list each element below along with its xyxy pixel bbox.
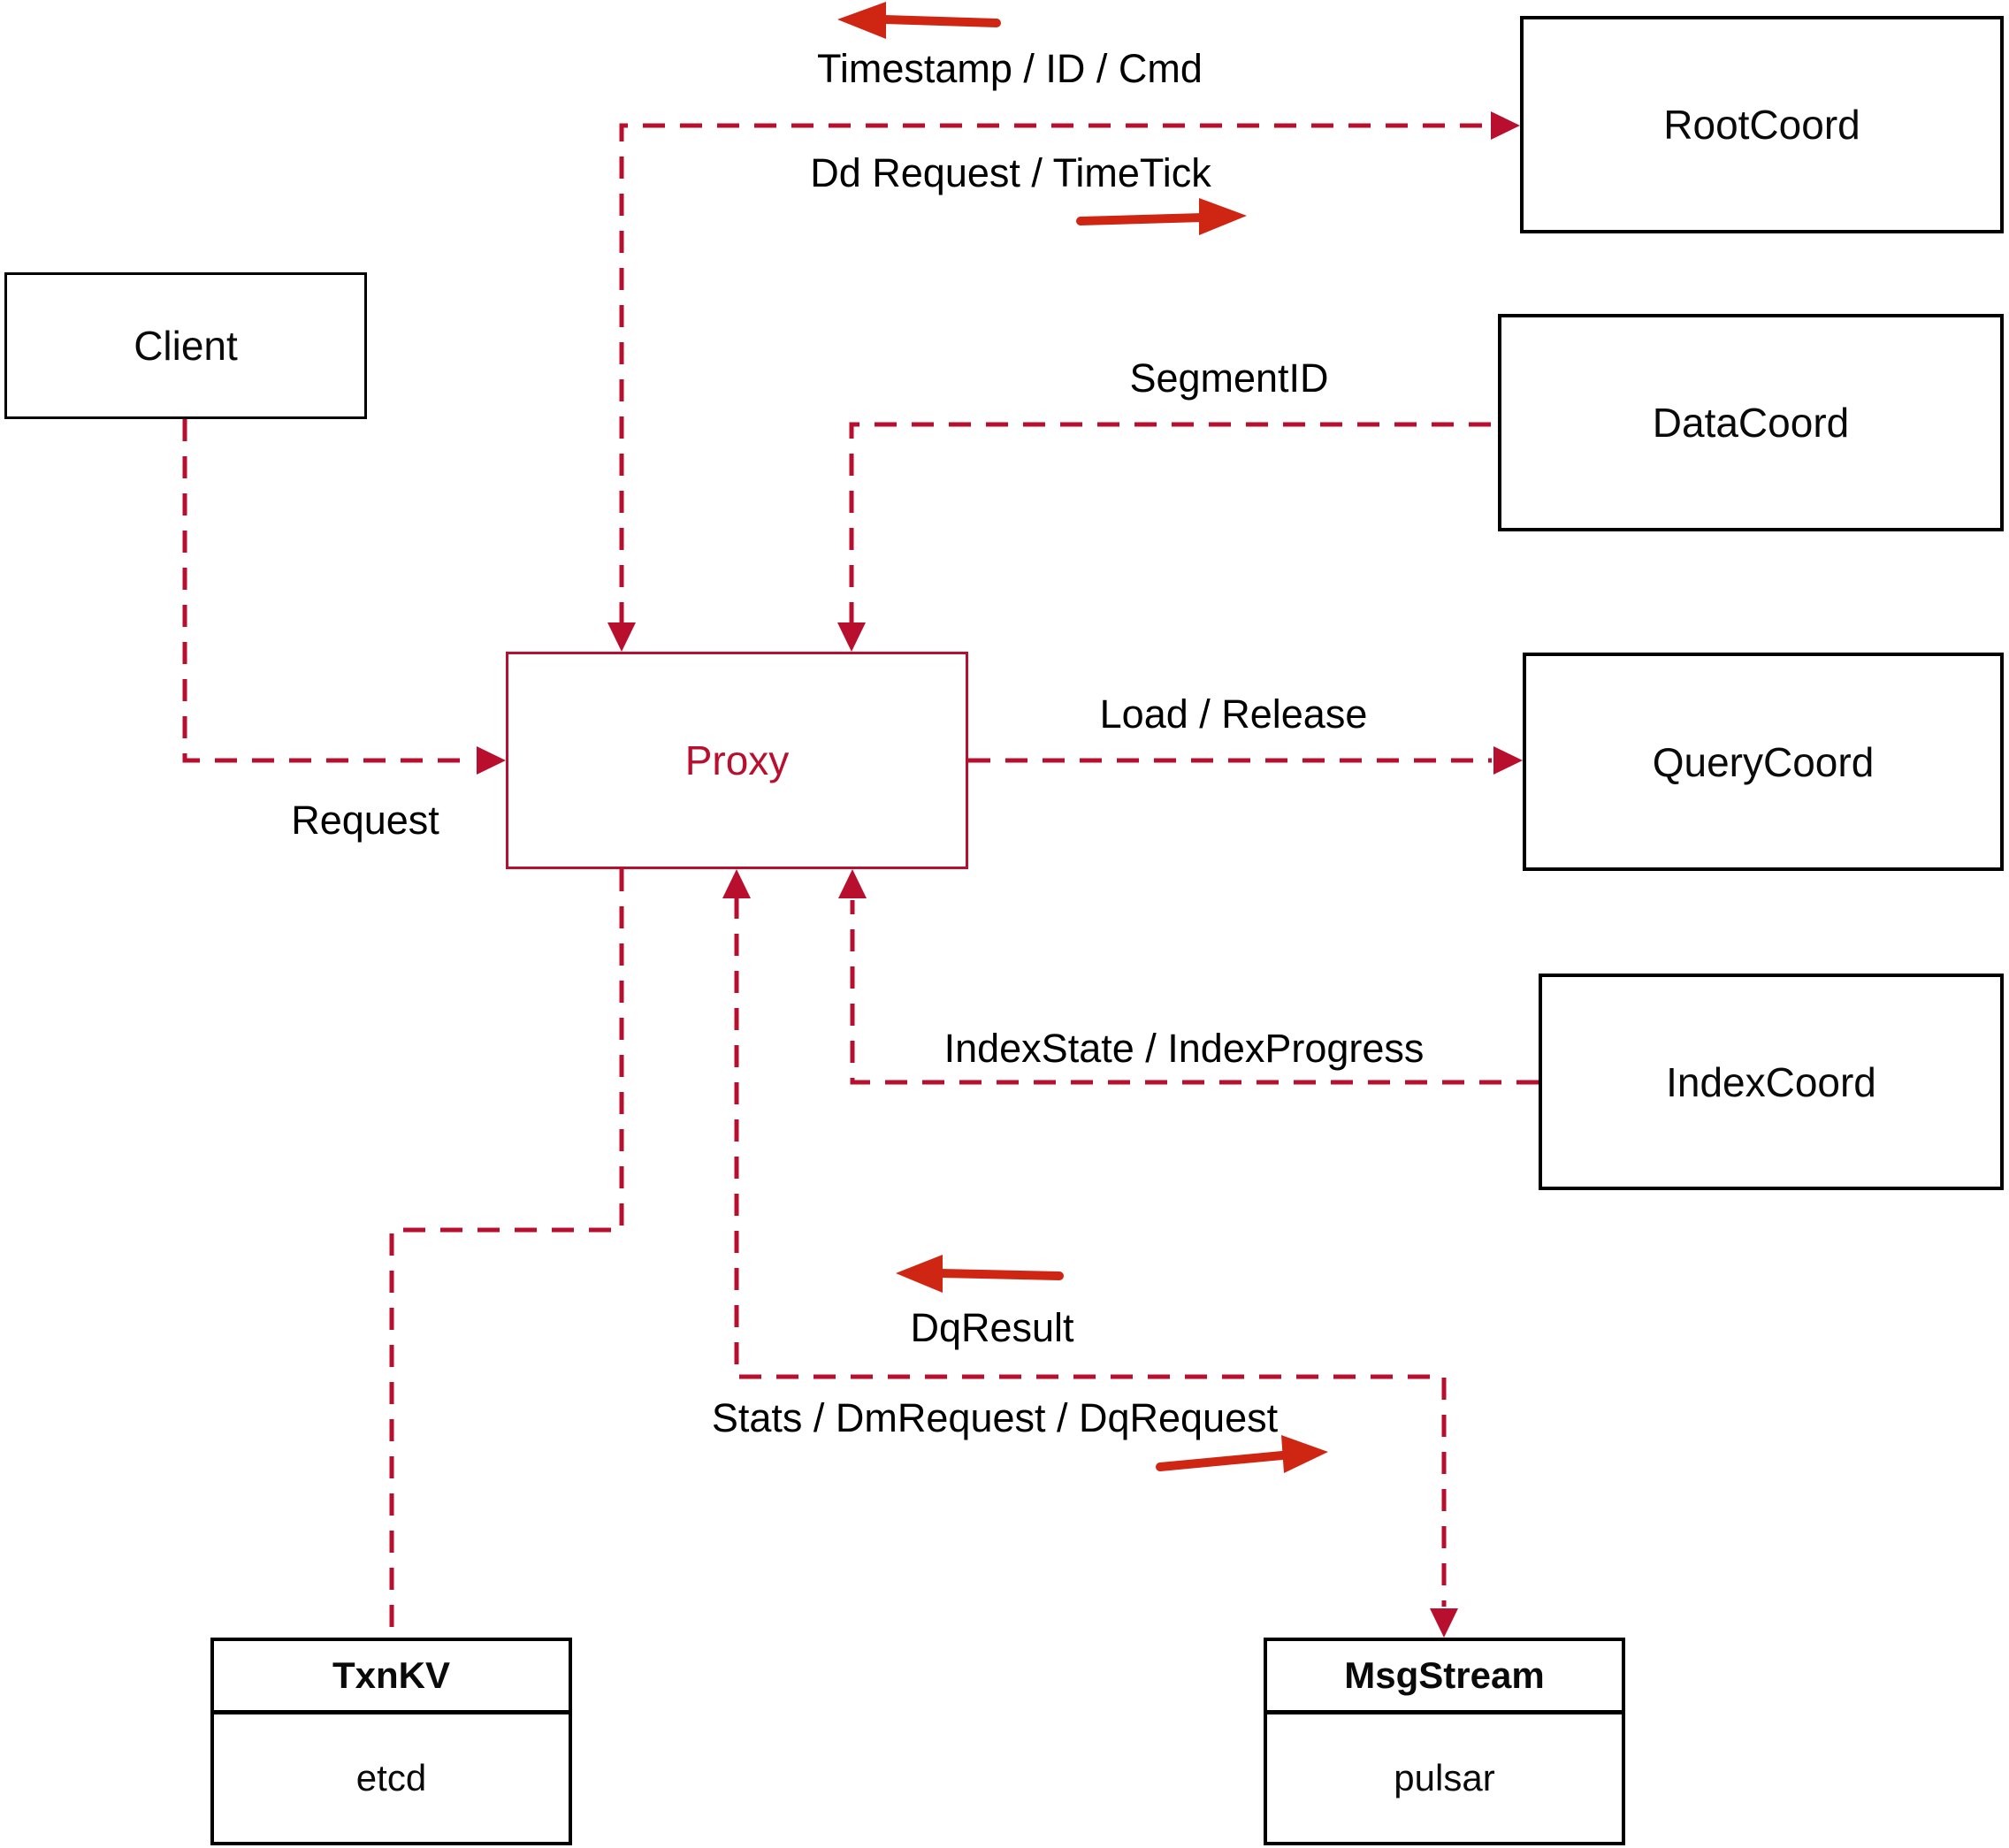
node-txnkv: TxnKV etcd xyxy=(210,1638,572,1845)
arrowhead-into-querycoord-icon xyxy=(1493,746,1523,775)
node-client: Client xyxy=(4,272,367,419)
wire-proxy-rootcoord xyxy=(619,123,1491,624)
direction-arrow-left-dqresult-icon xyxy=(896,1255,1064,1293)
wire-client-proxy xyxy=(182,419,475,763)
direction-arrow-right-ddrequest-icon xyxy=(1076,198,1247,235)
msgstream-header: MsgStream xyxy=(1267,1641,1622,1714)
edge-label-index-state: IndexState / IndexProgress xyxy=(943,1026,1425,1071)
wire-indexcoord-proxy xyxy=(850,900,1539,1085)
node-querycoord: QueryCoord xyxy=(1523,653,2004,871)
arrowhead-into-proxy-bottom-mid-icon xyxy=(722,869,751,898)
edge-label-timestamp: Timestamp / ID / Cmd xyxy=(817,46,1203,91)
arrowhead-into-msgstream-icon xyxy=(1430,1608,1458,1638)
arrowhead-into-proxy-bottom-right-icon xyxy=(838,869,867,898)
edge-label-load-release: Load / Release xyxy=(1099,691,1368,737)
direction-arrow-right-stats-icon xyxy=(1156,1435,1328,1473)
edge-label-request: Request xyxy=(291,798,439,843)
edge-label-dd-request: Dd Request / TimeTick xyxy=(810,150,1211,195)
node-indexcoord: IndexCoord xyxy=(1539,974,2004,1190)
msgstream-value: pulsar xyxy=(1394,1757,1495,1798)
edge-label-dq-result: DqResult xyxy=(910,1305,1074,1350)
txnkv-header: TxnKV xyxy=(214,1641,569,1714)
node-datacoord: DataCoord xyxy=(1498,314,2004,531)
node-proxy-label: Proxy xyxy=(684,737,790,783)
node-rootcoord-label: RootCoord xyxy=(1663,102,1860,148)
node-rootcoord: RootCoord xyxy=(1520,16,2004,233)
direction-arrow-left-timestamp-icon xyxy=(837,2,1001,39)
wire-proxy-txnkv xyxy=(389,869,624,1638)
node-client-label: Client xyxy=(134,323,238,369)
node-indexcoord-label: IndexCoord xyxy=(1666,1058,1876,1105)
arrowhead-into-proxy-top-left-icon xyxy=(607,622,636,652)
arrowhead-into-proxy-top-right-icon xyxy=(837,622,866,652)
node-querycoord-label: QueryCoord xyxy=(1652,738,1875,785)
node-msgstream: MsgStream pulsar xyxy=(1264,1638,1625,1845)
edge-label-stats: Stats / DmRequest / DqRequest xyxy=(711,1395,1279,1440)
edge-label-segment-id: SegmentID xyxy=(1129,355,1329,401)
node-datacoord-label: DataCoord xyxy=(1652,400,1850,446)
wire-datacoord-proxy xyxy=(849,422,1498,624)
node-proxy: Proxy xyxy=(506,652,968,869)
wire-proxy-msgstream xyxy=(734,897,1447,1607)
arrowhead-into-rootcoord-icon xyxy=(1491,111,1520,140)
txnkv-value: etcd xyxy=(355,1757,427,1798)
arrowhead-into-proxy-left-icon xyxy=(477,746,506,775)
